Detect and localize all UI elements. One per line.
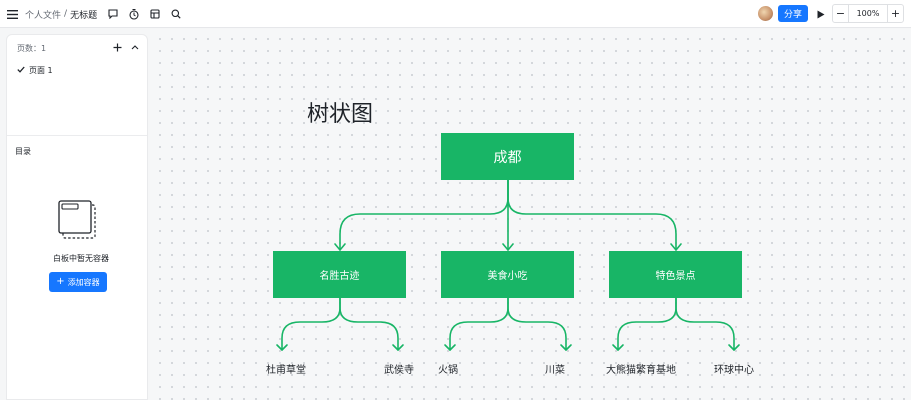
empty-state-text: 白板中暂无容器	[53, 254, 109, 263]
check-icon	[17, 66, 25, 73]
comment-icon[interactable]	[106, 0, 120, 28]
leaf-node[interactable]: 火锅	[438, 365, 458, 376]
zoom-out-button[interactable]: −	[833, 5, 849, 22]
menu-icon[interactable]	[4, 0, 20, 28]
template-icon[interactable]	[148, 0, 162, 28]
leaf-node[interactable]: 环球中心	[714, 365, 754, 376]
branch-node[interactable]: 美食小吃	[441, 251, 574, 298]
whiteboard-canvas[interactable]	[150, 29, 911, 400]
timer-icon[interactable]	[127, 0, 141, 28]
leaf-node[interactable]: 杜甫草堂	[266, 365, 306, 376]
leaf-node[interactable]: 大熊猫繁育基地	[606, 365, 676, 376]
page-item-1[interactable]: 页面 1	[29, 66, 53, 75]
breadcrumb-separator: /	[64, 9, 68, 19]
add-container-button[interactable]: + 添加容器	[49, 272, 107, 292]
add-page-icon[interactable]	[113, 43, 122, 52]
branch-node[interactable]: 特色景点	[609, 251, 742, 298]
document-title[interactable]: 无标题	[70, 10, 98, 21]
user-avatar[interactable]	[758, 6, 773, 21]
left-sidebar: 页数：1 页面 1 目录 白板中暂无容器 + 添加容器	[6, 34, 148, 400]
zoom-level[interactable]: 100%	[856, 9, 880, 18]
branch-node[interactable]: 名胜古迹	[273, 251, 406, 298]
leaf-node[interactable]: 川菜	[545, 365, 565, 376]
search-icon[interactable]	[169, 0, 183, 28]
empty-container-icon	[58, 200, 98, 240]
top-toolbar: 个人文件 / 无标题 分享 − 100% +	[0, 0, 911, 28]
leaf-node[interactable]: 武侯寺	[384, 365, 414, 376]
pages-header: 页数：1	[17, 44, 47, 53]
plus-icon: +	[56, 276, 65, 287]
collapse-chevron-icon[interactable]	[131, 44, 139, 50]
breadcrumb-parent[interactable]: 个人文件	[25, 10, 62, 21]
zoom-control: − 100% +	[832, 4, 904, 23]
diagram-title[interactable]: 树状图	[307, 102, 374, 127]
sidebar-divider	[7, 135, 147, 136]
add-container-label: 添加容器	[67, 277, 100, 287]
zoom-in-button[interactable]: +	[887, 5, 903, 22]
breadcrumb: 个人文件 / 无标题	[25, 0, 97, 28]
present-play-icon[interactable]	[814, 0, 828, 28]
toc-header: 目录	[15, 147, 31, 156]
share-button[interactable]: 分享	[778, 5, 808, 22]
root-node[interactable]: 成都	[441, 133, 574, 180]
